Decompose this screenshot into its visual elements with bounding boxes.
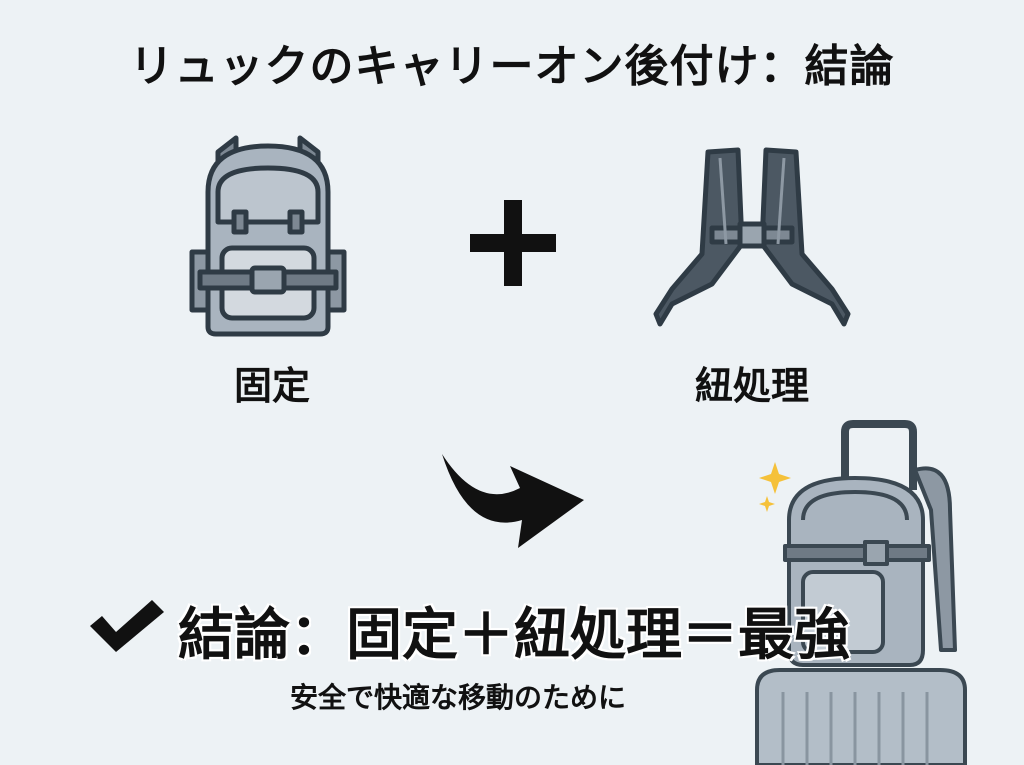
sparkle-icon [759,462,791,494]
conclusion-text: 結論：固定＋紐処理＝最強 [178,603,850,668]
shoulder-straps-icon [653,147,851,327]
plus-icon [470,200,556,286]
curved-arrow-icon [442,454,584,548]
conclusion-subtitle: 安全で快適な移動のために [290,681,627,714]
checkmark-icon [90,600,164,652]
item-label-fix: 固定 [233,364,310,408]
page-title: リュックのキャリーオン後付け：結論 [129,41,895,92]
item-label-strap: 紐処理 [694,364,809,408]
carry-on-illustration [755,420,967,765]
sparkle-icon-small [759,496,775,512]
backpack-icon [189,135,347,337]
